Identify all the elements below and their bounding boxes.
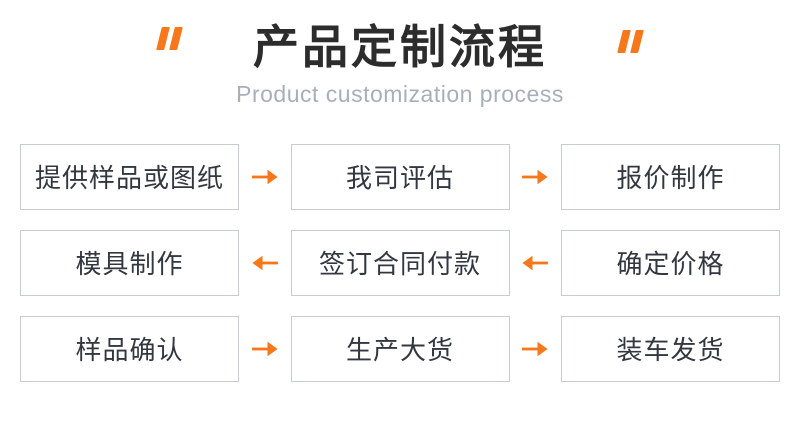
flow-row-3: 样品确认 生产大货 装车发货 [20, 315, 780, 382]
flow-step-label: 样品确认 [75, 335, 184, 366]
flow-step: 提供样品或图纸 [20, 143, 239, 210]
header: 产品定制流程 Product customization process [0, 21, 800, 108]
page-title: 产品定制流程 [252, 21, 547, 73]
flow-diagram: 提供样品或图纸 我司评估 报价制作 模具制作 签订合同付款 [20, 143, 780, 382]
flow-row-1: 提供样品或图纸 我司评估 报价制作 [20, 143, 780, 210]
flow-step-label: 装车发货 [616, 335, 725, 366]
arrow-right-icon [239, 144, 291, 210]
flow-step: 样品确认 [20, 315, 239, 382]
flow-step-label: 我司评估 [345, 163, 454, 194]
flow-step: 模具制作 [20, 229, 239, 296]
close-quote-icon [617, 30, 645, 53]
page-subtitle: Product customization process [236, 80, 564, 107]
flow-step-label: 确定价格 [616, 249, 725, 280]
flow-step: 确定价格 [561, 229, 780, 296]
arrow-right-icon [239, 316, 291, 382]
arrow-left-icon [510, 230, 562, 296]
open-quote-icon [155, 27, 183, 50]
flow-step: 装车发货 [561, 315, 780, 382]
flow-step: 报价制作 [561, 143, 780, 210]
title-block: 产品定制流程 Product customization process [236, 21, 564, 108]
flow-step-label: 生产大货 [345, 335, 454, 366]
flow-step-label: 报价制作 [616, 163, 725, 194]
flow-step: 生产大货 [290, 315, 510, 382]
flow-step: 我司评估 [290, 143, 510, 210]
arrow-right-icon [510, 144, 562, 210]
flow-step: 签订合同付款 [290, 229, 510, 296]
arrow-right-icon [510, 316, 562, 382]
arrow-left-icon [239, 230, 291, 296]
flow-step-label: 提供样品或图纸 [34, 163, 224, 194]
flow-step-label: 模具制作 [75, 249, 184, 280]
flow-step-label: 签订合同付款 [318, 249, 481, 280]
flow-row-2: 模具制作 签订合同付款 确定价格 [20, 229, 780, 296]
